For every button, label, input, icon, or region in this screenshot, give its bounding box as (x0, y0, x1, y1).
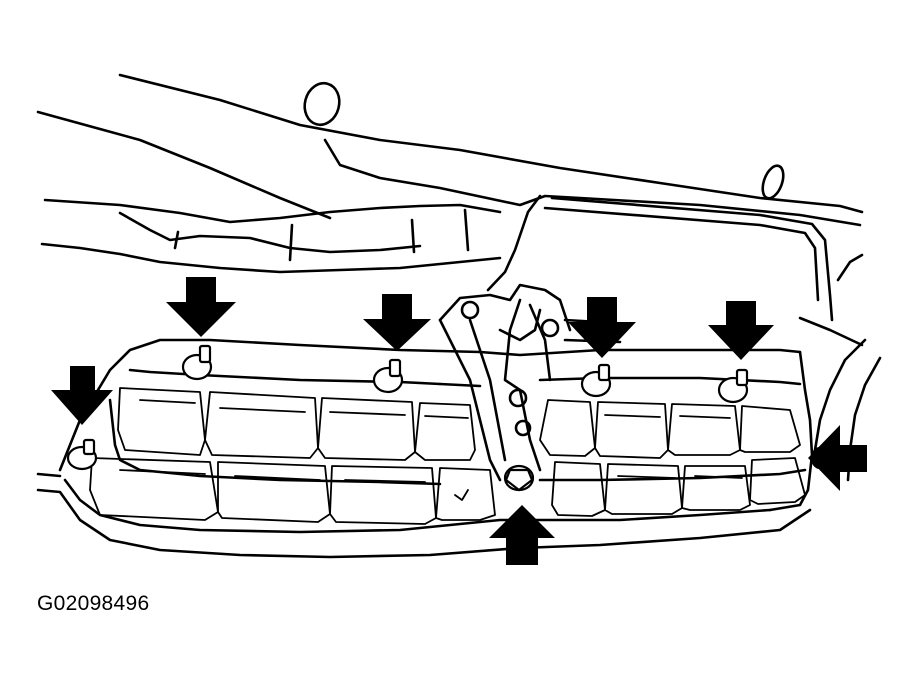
clip-1 (66, 438, 98, 471)
grille-body (36, 338, 814, 559)
figure-id-label: G02098496 (37, 592, 150, 615)
grille-cells-upper (117, 387, 801, 461)
arrow-up-icon (489, 505, 555, 565)
arrow-down-icon (708, 301, 774, 360)
grille-cells-lower (89, 457, 806, 525)
arrow-down-icon (51, 366, 113, 425)
arrow-down-icon (363, 294, 431, 351)
arrow-left-icon (808, 425, 867, 491)
arrow-down-icon (568, 297, 636, 358)
clip-4 (503, 464, 535, 492)
hood-outline (36, 73, 864, 347)
clip-6 (717, 368, 749, 404)
arrow-down-icon (166, 277, 236, 337)
clip-5 (580, 363, 612, 398)
pointer-arrows (51, 277, 867, 565)
center-bracket (438, 283, 622, 482)
clip-3 (372, 358, 404, 394)
clip-2 (181, 344, 213, 381)
